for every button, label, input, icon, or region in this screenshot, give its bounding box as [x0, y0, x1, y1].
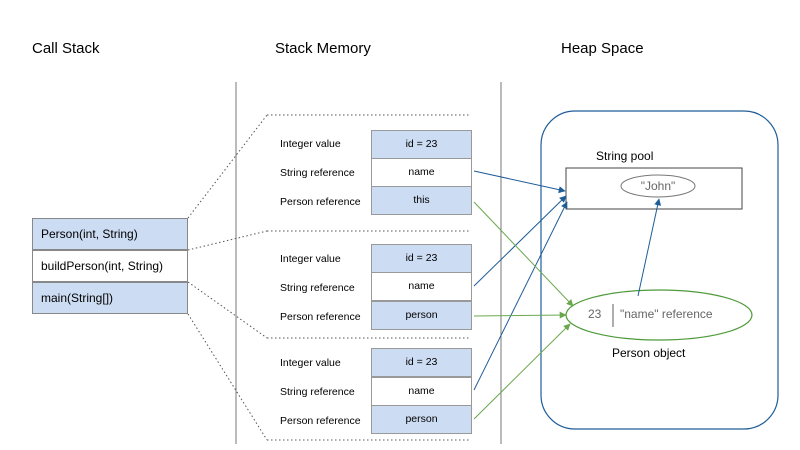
- frame-connectors: [187, 114, 470, 441]
- person-object-label: Person object: [612, 346, 686, 360]
- person-object-id: 23: [588, 307, 602, 321]
- frame2-person-cell: person: [371, 301, 472, 330]
- frame2-string-label: String reference: [280, 282, 355, 294]
- arrow-frame3-name: [473, 201, 568, 391]
- frame3-integer-label: Integer value: [280, 357, 341, 369]
- arrow-frame1-name: [473, 170, 566, 194]
- frame3-person-label: Person reference: [280, 415, 361, 427]
- call-stack-title: Call Stack: [32, 40, 100, 57]
- john-string-ellipse: [620, 174, 696, 198]
- frame2-string-cell: name: [371, 272, 472, 301]
- frame1-integer-label: Integer value: [280, 138, 341, 150]
- heap-space-container: [540, 110, 779, 430]
- john-string-value: "John": [640, 179, 676, 193]
- frame1-string-cell: name: [371, 158, 472, 187]
- arrow-frame3-person: [473, 323, 571, 420]
- frame3-string-label: String reference: [280, 386, 355, 398]
- frame2-integer-cell: id = 23: [371, 244, 472, 273]
- frame1-person-label: Person reference: [280, 196, 361, 208]
- arrow-object-name: [637, 198, 662, 297]
- frame3-integer-cell: id = 23: [371, 348, 472, 377]
- string-reference-arrows: [473, 170, 662, 391]
- frame1-person-cell: this: [371, 186, 472, 215]
- frame1-integer-cell: id = 23: [371, 130, 472, 159]
- frame2-integer-label: Integer value: [280, 253, 341, 265]
- call-stack-frame-person-constructor: Person(int, String): [32, 218, 188, 250]
- frame3-string-cell: name: [371, 377, 472, 406]
- arrow-frame1-this: [473, 201, 574, 307]
- person-reference-arrows: [473, 201, 574, 420]
- frame3-person-cell: person: [371, 405, 472, 434]
- frame2-person-label: Person reference: [280, 311, 361, 323]
- call-stack-frame-main: main(String[]): [32, 282, 188, 314]
- frame1-string-label: String reference: [280, 167, 355, 179]
- call-stack-frame-build-person: buildPerson(int, String): [32, 250, 188, 282]
- arrow-frame2-name: [473, 195, 567, 287]
- string-pool-label: String pool: [596, 149, 654, 163]
- arrow-frame2-person: [473, 311, 567, 319]
- heap-space-title: Heap Space: [561, 40, 644, 57]
- person-object-name-ref: "name" reference: [620, 307, 713, 321]
- stack-memory-title: Stack Memory: [275, 40, 371, 57]
